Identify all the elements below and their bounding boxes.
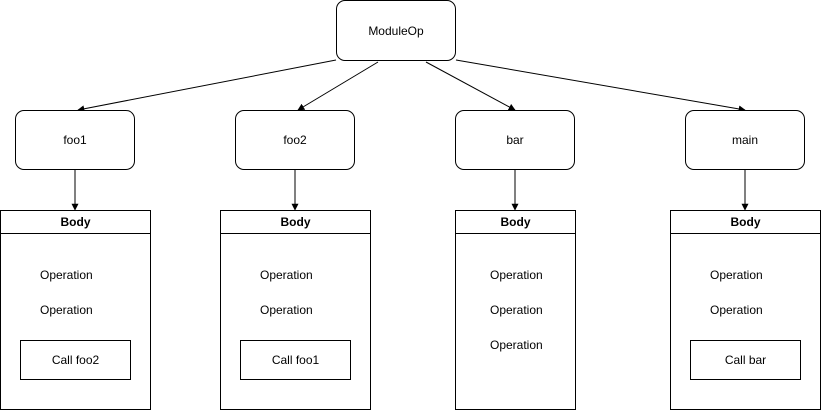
edge-moduleop-main	[455, 59, 746, 113]
body-foo1-op-1: Operation	[40, 268, 93, 282]
node-foo1-label: foo1	[63, 133, 87, 147]
body-foo1-header: Body	[1, 211, 150, 234]
body-bar-op-1: Operation	[490, 268, 543, 282]
body-bar-header: Body	[456, 211, 575, 234]
body-foo2-op-1: Operation	[260, 268, 313, 282]
node-foo2-label: foo2	[283, 133, 307, 147]
node-moduleop-label: ModuleOp	[368, 23, 424, 38]
node-bar[interactable]: bar	[455, 110, 575, 170]
body-main-call-label: Call bar	[724, 353, 767, 367]
body-foo2[interactable]: Body Operation Operation Call foo1	[220, 210, 371, 410]
node-moduleop[interactable]: ModuleOp	[336, 0, 456, 61]
node-bar-label: bar	[506, 133, 524, 147]
body-foo2-header: Body	[221, 211, 370, 234]
edge-moduleop-bar	[425, 61, 516, 111]
node-foo1[interactable]: foo1	[15, 110, 135, 170]
body-bar[interactable]: Body Operation Operation Operation	[455, 210, 576, 410]
body-foo1-call[interactable]: Call foo2	[20, 340, 131, 380]
body-main-call[interactable]: Call bar	[690, 340, 801, 380]
edge-moduleop-foo1	[77, 59, 337, 113]
node-foo2[interactable]: foo2	[235, 110, 355, 170]
body-bar-op-2: Operation	[490, 303, 543, 317]
node-main[interactable]: main	[685, 110, 805, 170]
body-main[interactable]: Body Operation Operation Call bar	[670, 210, 821, 410]
node-main-label: main	[731, 133, 758, 147]
body-main-op-2: Operation	[710, 303, 763, 317]
body-foo2-call-label: Call foo1	[271, 353, 320, 367]
body-main-op-1: Operation	[710, 268, 763, 282]
body-bar-op-3: Operation	[490, 338, 543, 352]
body-foo1-call-label: Call foo2	[51, 353, 100, 367]
edge-moduleop-foo2	[297, 61, 379, 111]
body-foo1[interactable]: Body Operation Operation Call foo2	[0, 210, 151, 410]
body-foo2-call[interactable]: Call foo1	[240, 340, 351, 380]
body-foo2-op-2: Operation	[260, 303, 313, 317]
body-foo1-op-2: Operation	[40, 303, 93, 317]
body-main-header: Body	[671, 211, 820, 234]
